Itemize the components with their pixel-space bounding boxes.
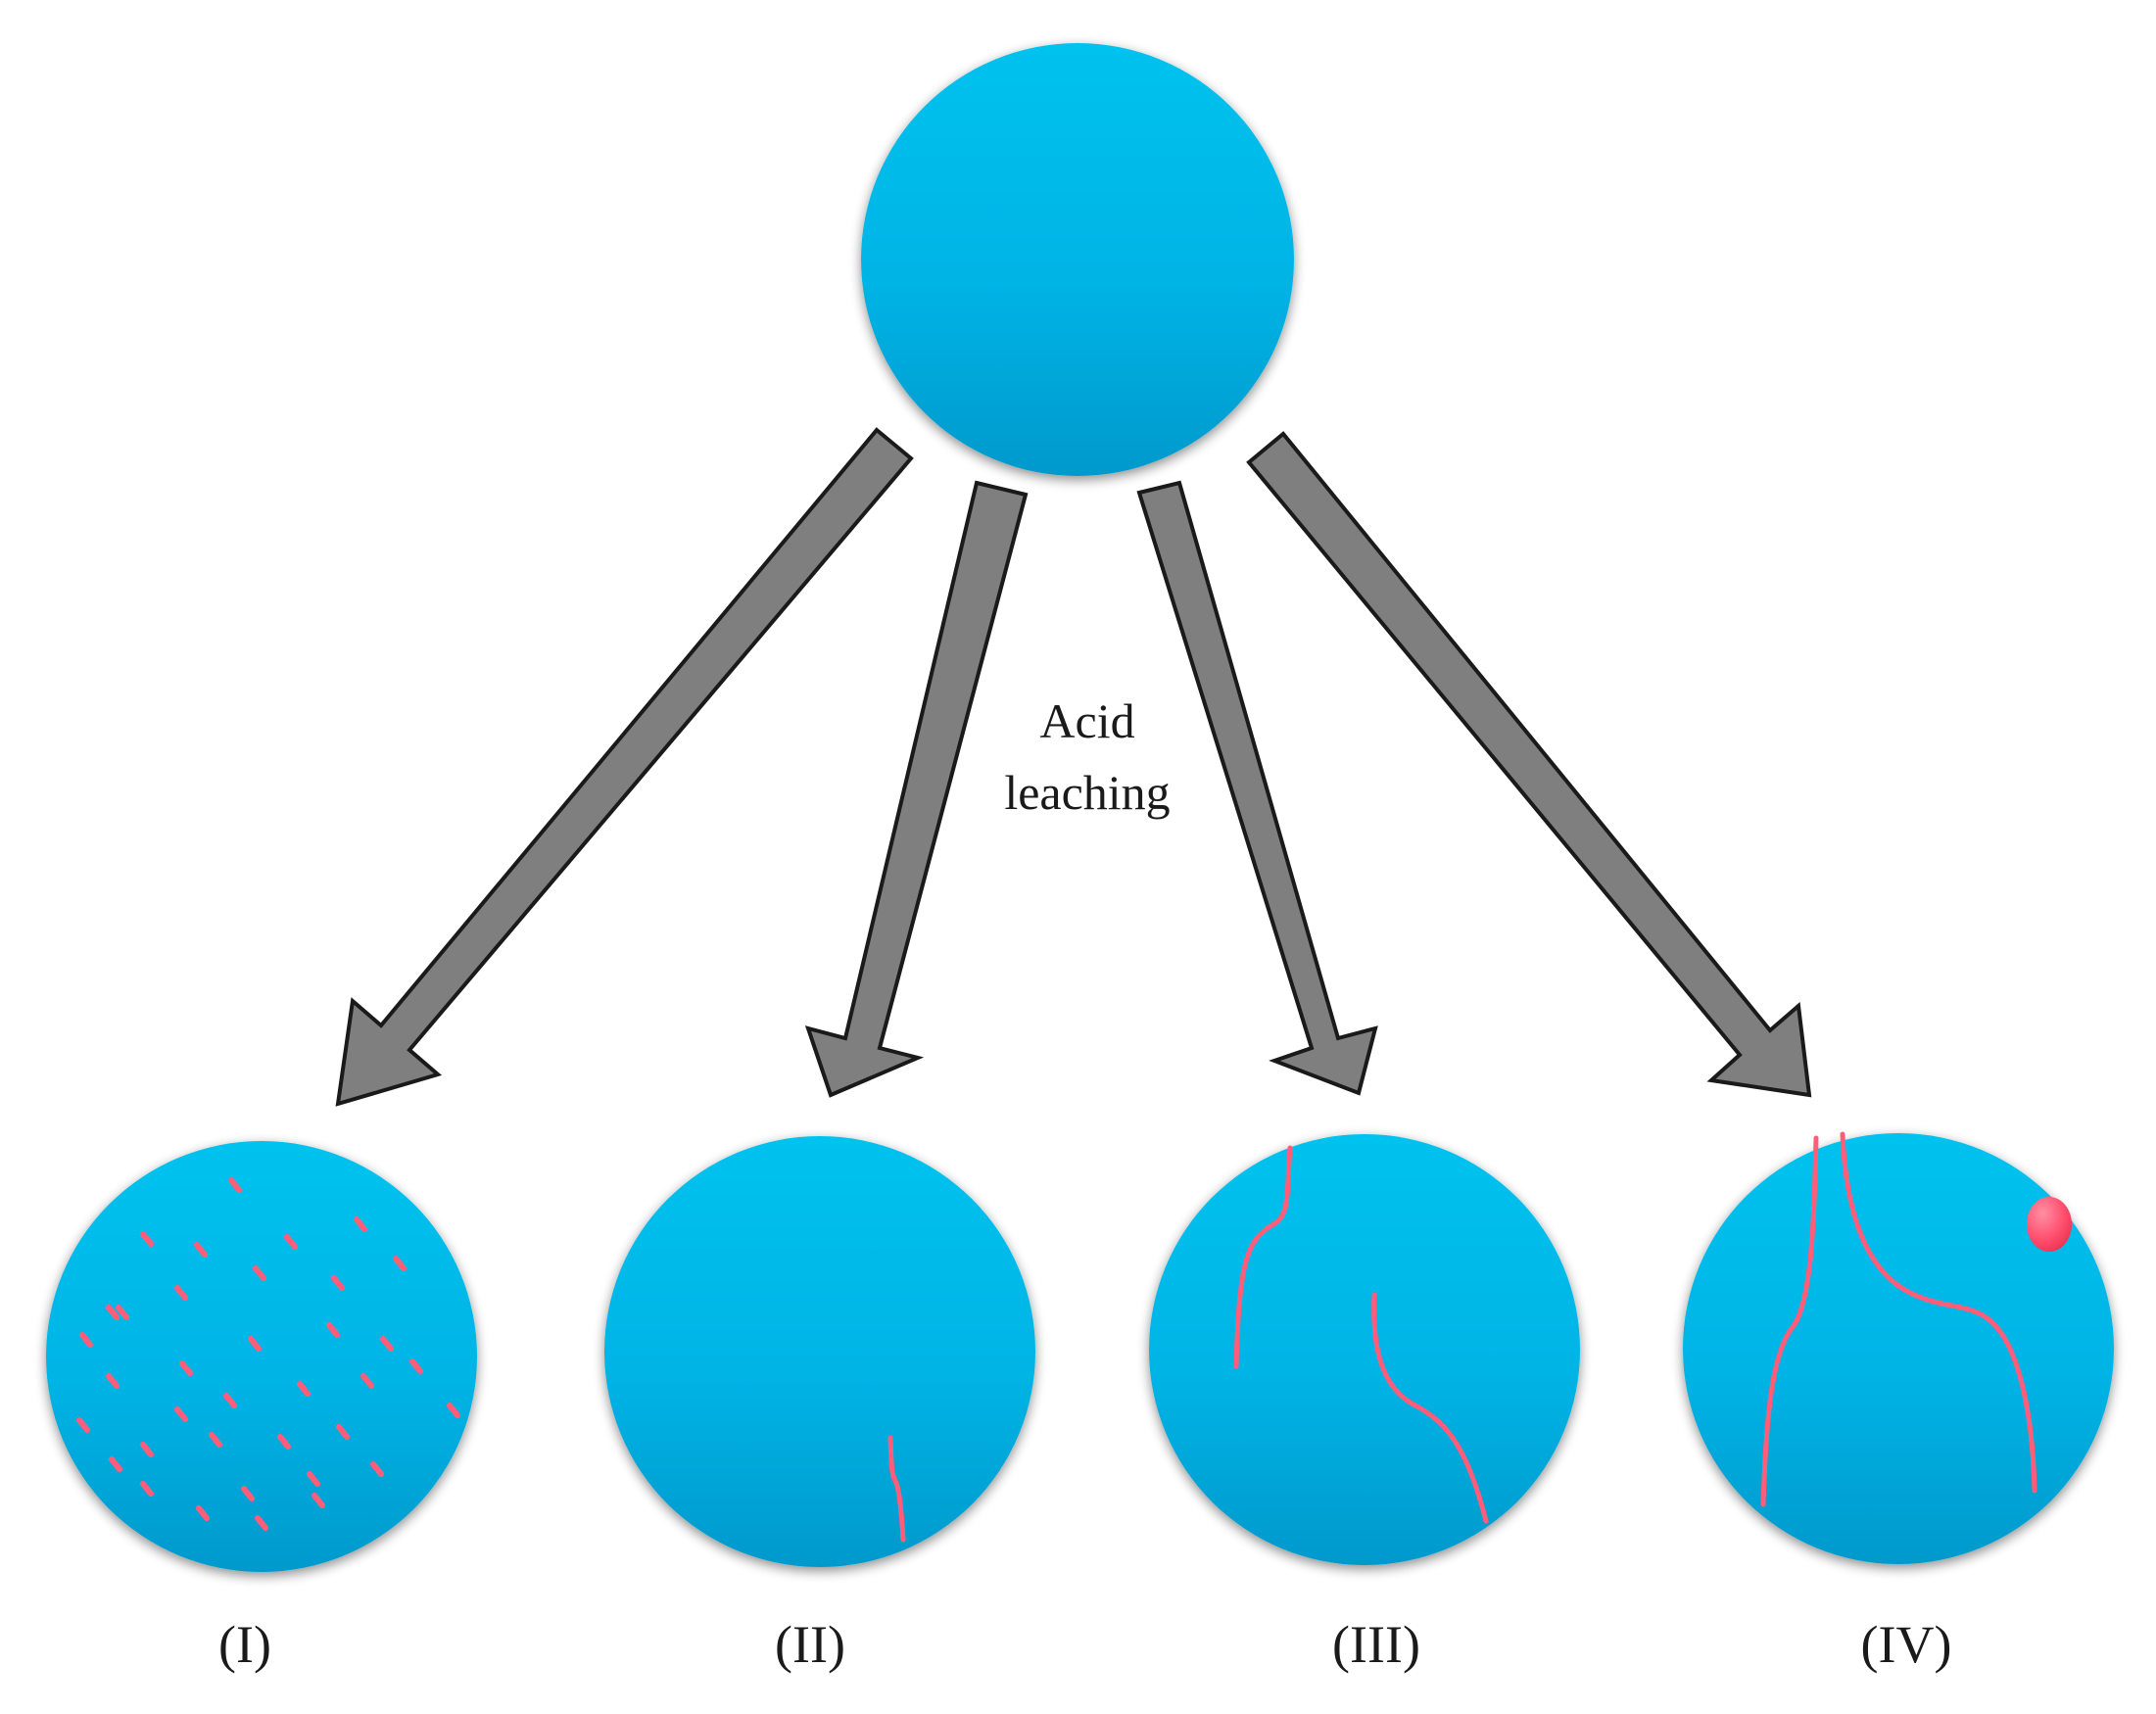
micro-crack — [255, 1515, 268, 1531]
micro-crack — [393, 1256, 407, 1271]
micro-crack — [354, 1216, 367, 1232]
crack-panel-4-right — [1840, 1131, 2037, 1494]
particle-panel-4 — [1683, 1133, 2114, 1564]
micro-crack — [194, 1242, 208, 1258]
particle-panel-2 — [604, 1136, 1035, 1567]
particle-panel-1 — [46, 1141, 477, 1572]
panel-3 — [1149, 1134, 1580, 1565]
micro-crack — [109, 1456, 122, 1472]
panel-label-2: (II) — [775, 1615, 845, 1674]
panel-2 — [604, 1136, 1035, 1567]
micro-crack — [307, 1471, 320, 1487]
micro-crack — [409, 1358, 423, 1374]
inclusion-dot — [2027, 1197, 2072, 1252]
arrow-to-panel-3 — [1136, 480, 1378, 1096]
panel-label-1: (I) — [218, 1615, 271, 1674]
micro-crack — [76, 1417, 90, 1433]
arrow-to-panel-4 — [1246, 431, 1812, 1098]
micro-crack — [311, 1493, 325, 1508]
panel-4 — [1683, 1131, 2114, 1564]
micro-crack — [284, 1234, 298, 1250]
micro-crack — [174, 1406, 188, 1422]
micro-crack — [447, 1403, 460, 1418]
micro-crack — [106, 1373, 120, 1389]
parent-particle — [861, 43, 1294, 476]
micro-crack — [140, 1231, 154, 1247]
crack-panel-3-left — [1233, 1145, 1293, 1369]
crack-panel-4-left — [1760, 1135, 1819, 1507]
micro-crack — [248, 1336, 262, 1352]
micro-crack — [140, 1481, 154, 1497]
micro-crack — [380, 1336, 394, 1352]
panel-1 — [46, 1141, 477, 1572]
micro-crack — [174, 1285, 188, 1301]
arrow-to-panel-2 — [804, 480, 1029, 1098]
micro-crack — [140, 1442, 154, 1457]
crack-panel-3-right — [1371, 1292, 1489, 1524]
micro-crack — [360, 1373, 374, 1389]
micro-crack — [228, 1177, 242, 1193]
micro-crack — [79, 1332, 93, 1348]
micro-crack — [326, 1322, 340, 1338]
micro-crack — [336, 1424, 350, 1440]
micro-crack — [196, 1505, 210, 1521]
acid-leaching-label: Acid — [1039, 693, 1134, 748]
arrow-to-panel-1 — [335, 427, 914, 1107]
arrows — [335, 427, 1812, 1107]
micro-crack — [209, 1432, 222, 1448]
micro-crack — [106, 1305, 120, 1320]
micro-crack — [331, 1275, 345, 1291]
panel-label-3: (III) — [1332, 1615, 1420, 1674]
micro-crack — [179, 1360, 193, 1376]
panel-label-4: (IV) — [1861, 1615, 1952, 1674]
micro-crack — [297, 1381, 311, 1397]
acid-leaching-label-line2: leaching — [1004, 765, 1170, 820]
particle-panel-3 — [1149, 1134, 1580, 1565]
micro-crack — [116, 1305, 129, 1320]
crack-panel-2 — [887, 1435, 906, 1543]
micro-crack — [241, 1486, 255, 1501]
micro-crack — [223, 1393, 237, 1408]
micro-crack — [370, 1461, 384, 1477]
micro-crack — [253, 1265, 266, 1281]
micro-cracks — [76, 1177, 460, 1531]
micro-crack — [277, 1434, 291, 1450]
